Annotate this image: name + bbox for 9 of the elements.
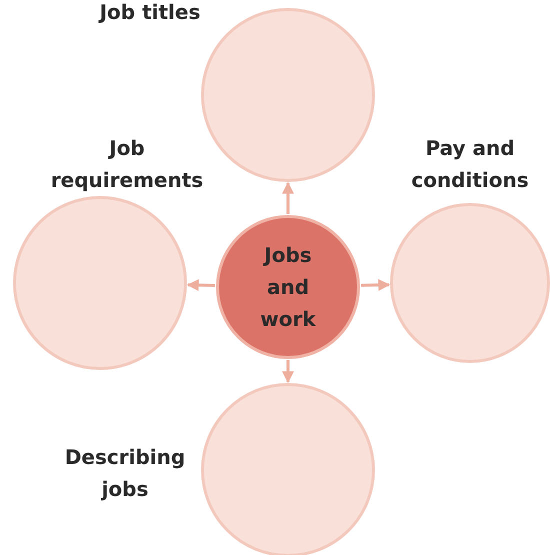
circle-label: Pay and conditions: [410, 135, 530, 194]
node-label: Jobs and work: [259, 242, 317, 333]
arrow: [282, 182, 294, 214]
circle-label: Job titles: [98, 0, 202, 26]
arrow: [360, 279, 390, 292]
arrow: [282, 360, 294, 384]
arrow: [186, 279, 216, 292]
circle-label: Describing jobs: [64, 444, 186, 503]
circle-label: Job requirements: [50, 135, 204, 194]
